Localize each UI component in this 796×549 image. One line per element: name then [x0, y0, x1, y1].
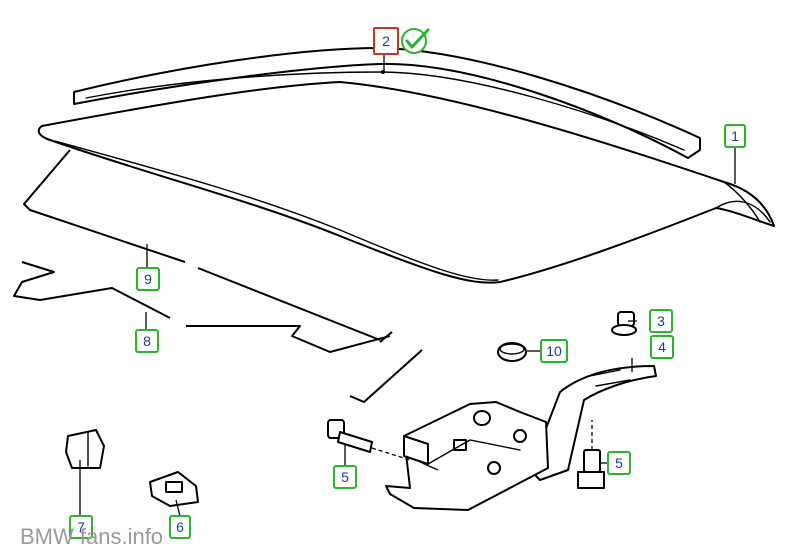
clip[interactable]: [65, 429, 105, 469]
support-rod[interactable]: [23, 149, 381, 341]
callout-7[interactable]: 7: [69, 515, 93, 539]
svg-text:9: 9: [144, 271, 152, 287]
callout-2[interactable]: 2: [373, 27, 399, 55]
svg-text:7: 7: [77, 519, 85, 535]
svg-text:6: 6: [176, 519, 184, 535]
watermark: BMW fans.info: [20, 524, 164, 549]
hinge[interactable]: [529, 365, 657, 481]
nut-clip[interactable]: [149, 471, 199, 507]
trunk-lid[interactable]: [37, 81, 775, 284]
svg-text:1: 1: [731, 128, 739, 144]
callout-8[interactable]: 8: [135, 329, 159, 353]
callout-10[interactable]: 10: [540, 339, 568, 363]
svg-text:4: 4: [658, 339, 666, 355]
svg-text:5: 5: [615, 455, 623, 471]
svg-text:2: 2: [382, 33, 390, 49]
leader-6: [175, 499, 181, 517]
torsion-bar[interactable]: [13, 261, 423, 403]
callout-5-right[interactable]: 5: [607, 451, 631, 475]
hinge-bracket[interactable]: [385, 401, 549, 511]
cap[interactable]: [497, 342, 527, 362]
svg-text:5: 5: [341, 469, 349, 485]
callout-9[interactable]: 9: [136, 267, 160, 291]
callout-3[interactable]: 3: [649, 309, 673, 333]
callout-4[interactable]: 4: [650, 335, 674, 359]
svg-text:8: 8: [143, 333, 151, 349]
callout-6[interactable]: 6: [169, 515, 191, 539]
svg-text:3: 3: [657, 313, 665, 329]
callout-5-left[interactable]: 5: [333, 465, 357, 489]
svg-text:10: 10: [546, 343, 562, 359]
grommet[interactable]: [611, 311, 637, 336]
check-circle-icon: [401, 28, 430, 54]
bolt-left[interactable]: [327, 419, 411, 461]
bolt-right[interactable]: [577, 420, 605, 489]
callout-1[interactable]: 1: [724, 124, 746, 148]
